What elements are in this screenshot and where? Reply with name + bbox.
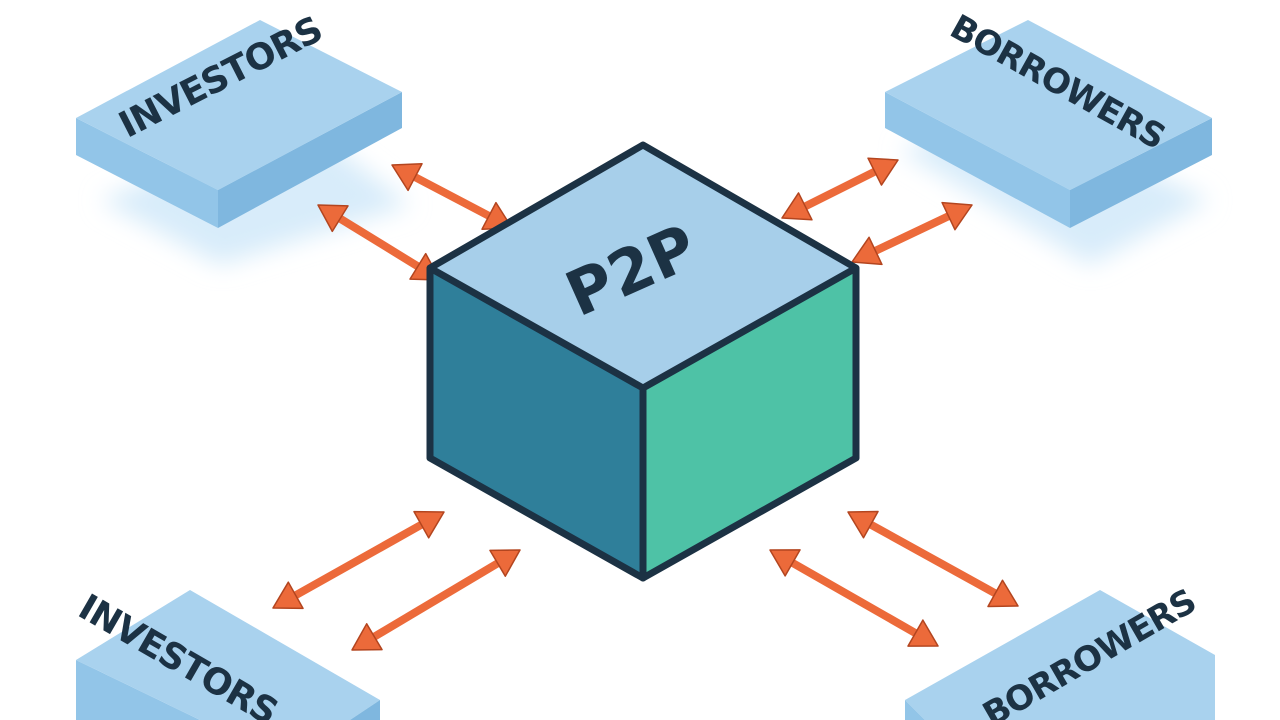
arrowhead <box>769 549 801 577</box>
arrowhead <box>781 192 813 221</box>
arrowhead <box>391 163 423 192</box>
arrowhead <box>987 579 1019 608</box>
double-arrow <box>847 510 1019 608</box>
arrowhead <box>867 157 899 186</box>
slab-left-face <box>885 92 1070 228</box>
arrowhead <box>272 581 304 610</box>
slab-left-face <box>76 118 218 228</box>
cube-right-face <box>643 268 856 578</box>
double-arrow <box>351 549 521 651</box>
arrow-shaft <box>406 169 498 224</box>
arrowhead <box>413 510 445 539</box>
arrowhead <box>851 236 883 266</box>
arrowhead <box>317 204 349 233</box>
double-arrow <box>391 163 513 230</box>
double-arrow <box>272 510 445 610</box>
arrowhead <box>489 549 521 577</box>
arrow-shaft <box>365 555 507 645</box>
slab-top-face <box>76 20 402 190</box>
slab-right-face <box>350 700 380 720</box>
arrow-shaft <box>866 209 958 258</box>
arrow-shaft <box>783 555 925 641</box>
borrowers-node-bottom-right: BORROWERS <box>905 582 1215 720</box>
arrowhead <box>941 201 973 231</box>
double-arrow <box>317 204 441 281</box>
arrow-shaft <box>331 211 427 274</box>
cube-left-face <box>430 268 643 578</box>
arrow-shaft <box>796 164 884 214</box>
arrowhead <box>907 619 939 647</box>
double-arrow <box>781 157 899 221</box>
double-arrow <box>851 201 973 266</box>
arrowhead <box>351 623 383 651</box>
p2p-cube: P2P <box>426 141 860 582</box>
slab-top-face <box>885 20 1212 190</box>
slab-right-face <box>1070 118 1212 228</box>
arrow-shaft <box>286 517 431 603</box>
arrow-shaft <box>861 517 1005 601</box>
slab-top-face <box>905 590 1215 720</box>
slab-left-face <box>905 700 925 720</box>
investors-node-bottom-left: INVESTORS <box>71 587 380 720</box>
double-arrow <box>769 549 939 647</box>
slab-right-face <box>218 92 402 228</box>
arrowhead <box>847 510 879 539</box>
slab-top-face <box>76 590 380 720</box>
